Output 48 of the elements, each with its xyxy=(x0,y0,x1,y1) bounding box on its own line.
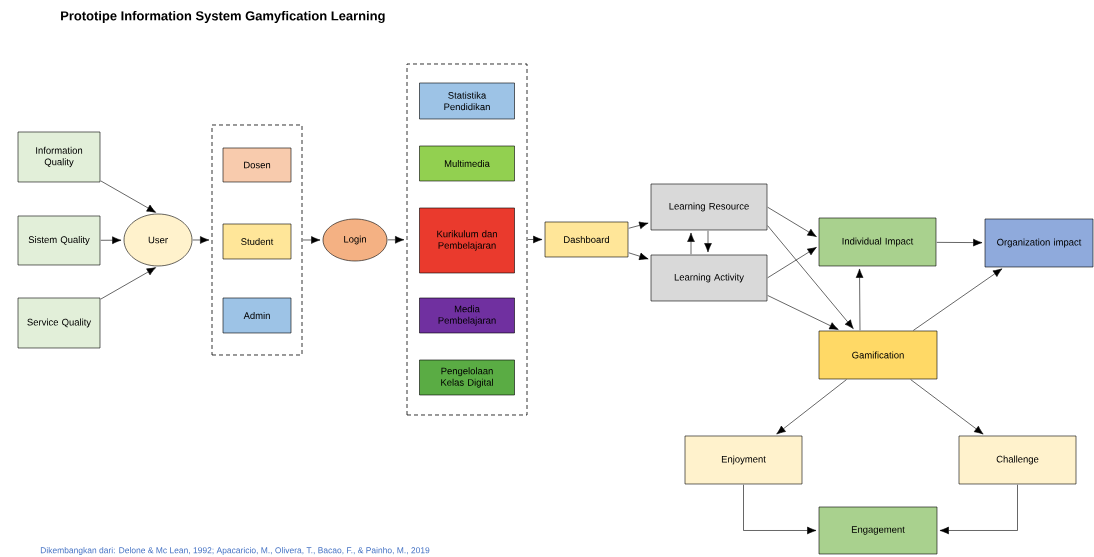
process-box: Dashboard xyxy=(544,221,629,258)
arrow xyxy=(767,225,854,329)
arrow xyxy=(100,236,122,244)
arrow xyxy=(704,230,712,253)
arrow xyxy=(939,484,1018,535)
process-box: Challenge xyxy=(958,435,1077,485)
process-box: Engagement xyxy=(818,506,938,555)
dashed-group-frame xyxy=(211,124,303,356)
arrow xyxy=(100,267,156,300)
arrow xyxy=(913,268,1003,331)
arrow xyxy=(936,238,983,247)
process-box: Kurikulum dan Pembelajaran xyxy=(419,207,515,274)
process-box: Individual Impact xyxy=(818,217,937,267)
process-box: Service Quality xyxy=(17,297,101,349)
process-box: Admin xyxy=(222,297,292,334)
process-box: Learning Activity xyxy=(650,254,768,302)
arrow xyxy=(743,484,817,535)
arrow xyxy=(767,206,817,237)
arrow xyxy=(527,235,543,244)
arrow xyxy=(910,379,984,435)
process-box: Sistem Quality xyxy=(17,215,101,266)
process-box: Media Pembelajaran xyxy=(419,297,515,334)
arrow xyxy=(776,379,847,435)
dashed-group-frame xyxy=(406,63,528,416)
arrow xyxy=(302,236,321,244)
arrow xyxy=(855,268,864,331)
process-box: Multimedia xyxy=(419,145,515,182)
arrow xyxy=(628,252,649,260)
source-note: Dikembangkan dari: Delone & Mc Lean, 1992; Apacaricio, M., Olivera, T., Bacao, F., & Painho, M., 2019 xyxy=(40,547,430,555)
title: Prototipe Information System Gamyfication Learning xyxy=(61,10,385,24)
process-box: Statistika Pendidikan xyxy=(419,82,515,120)
process-box: Gamification xyxy=(818,330,938,380)
arrow xyxy=(767,247,817,279)
arrow xyxy=(767,295,839,330)
process-box: Information Quality xyxy=(17,131,101,183)
process-box: Student xyxy=(222,223,292,260)
process-box: Pengelolaan Kelas Digital xyxy=(419,359,515,396)
process-box: Enjoyment xyxy=(684,435,803,485)
process-box: Dosen xyxy=(222,147,292,183)
arrow xyxy=(628,221,649,229)
arrow xyxy=(100,180,156,213)
arrow xyxy=(687,232,695,255)
oval-node: User xyxy=(123,213,193,267)
process-box: Organization impact xyxy=(984,218,1094,268)
process-box: Learning Resource xyxy=(650,183,768,231)
arrow xyxy=(192,236,210,244)
oval-node: Login xyxy=(322,218,388,262)
arrow xyxy=(387,236,405,244)
